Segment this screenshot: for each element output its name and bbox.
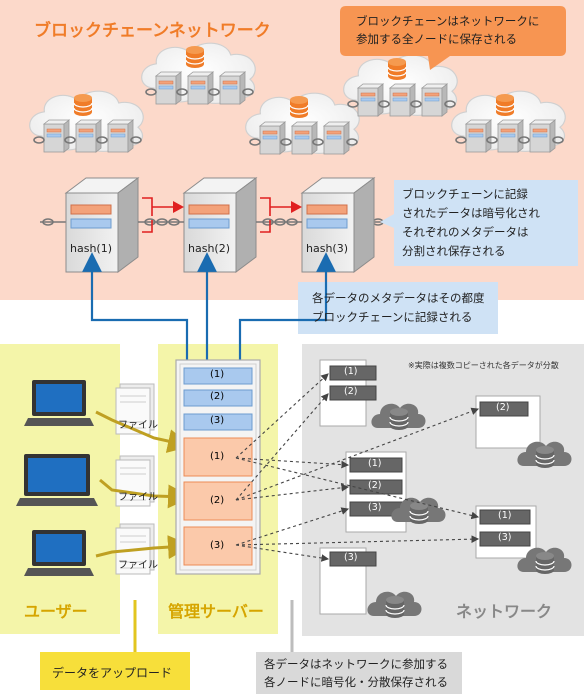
file-icon (115, 383, 155, 435)
chain-link-1-2 (138, 197, 184, 233)
metadata-callout-text: 各データのメタデータはその都度 ブロックチェーンに記録される (312, 291, 485, 324)
meta-slot-label: (2) (210, 391, 225, 402)
file-label: ファイル (118, 492, 158, 503)
hash-label-3: hash(3) (306, 242, 348, 255)
distribution-lines (235, 373, 480, 562)
data-slot-label: (2) (210, 495, 225, 506)
meta-slot-label: (3) (210, 415, 225, 426)
upload-arrows (95, 410, 192, 560)
meta-slot-label: (1) (210, 369, 225, 380)
file-label: ファイル (118, 420, 158, 431)
network-node-b (475, 395, 541, 449)
callout-right-text: ブロックチェーンに記録 されたデータは暗号化され それぞれのメタデータは 分割さ… (402, 187, 540, 258)
meta-slot-1 (183, 367, 253, 385)
data-slot-2 (183, 481, 253, 521)
block-server-3 (300, 177, 376, 273)
network-node-a (319, 359, 377, 427)
file-icon (115, 523, 155, 575)
node-slot-label: (2) (344, 386, 358, 397)
server-label: 管理サーバー (168, 602, 264, 621)
block-server-2 (182, 177, 258, 273)
chain-link-2-3 (256, 197, 302, 233)
metadata-callout-bubble (298, 282, 498, 334)
node-slot-label: (2) (368, 480, 382, 491)
hash-label-2: hash(2) (188, 242, 230, 255)
callout-top-text: ブロックチェーンはネットワークに 参加する全ノードに保存される (356, 14, 540, 46)
network-note: ※実際は複数コピーされた各データが分散 (408, 361, 559, 370)
callout-top-bubble (340, 6, 566, 70)
node-slot-label: (3) (368, 502, 382, 513)
callout-right-bubble (380, 180, 578, 266)
data-slot-label: (1) (210, 451, 225, 462)
meta-slot-3 (183, 413, 253, 431)
file-label: ファイル (118, 560, 158, 571)
network-node-d (475, 505, 537, 559)
upload-label: データをアップロード (52, 666, 173, 680)
data-slot-1 (183, 437, 253, 477)
laptop-icon (16, 454, 98, 506)
node-slot-label: (2) (496, 402, 510, 413)
blockchain-title: ブロックチェーンネットワーク (34, 21, 271, 41)
data-slot-3 (183, 526, 253, 566)
network-label: ネットワーク (456, 602, 553, 621)
node-slot-label: (1) (344, 366, 358, 377)
upload-label-box (40, 652, 190, 690)
laptop-icon (24, 380, 94, 426)
node-slot-label: (3) (344, 552, 358, 563)
node-slot-label: (1) (498, 510, 512, 521)
node-slot-label: (1) (368, 458, 382, 469)
distribute-label: 各データはネットワークに参加する 各ノードに暗号化・分散保存される (264, 657, 448, 689)
hash-label-1: hash(1) (70, 242, 112, 255)
server-inner (179, 363, 257, 571)
distribute-label-box (256, 652, 462, 694)
meta-slot-2 (183, 389, 253, 407)
user-label: ユーザー (24, 602, 88, 621)
node-slot-label: (3) (498, 532, 512, 543)
data-slot-label: (3) (210, 540, 225, 551)
block-server-1 (64, 177, 140, 273)
laptop-icon (24, 530, 94, 576)
